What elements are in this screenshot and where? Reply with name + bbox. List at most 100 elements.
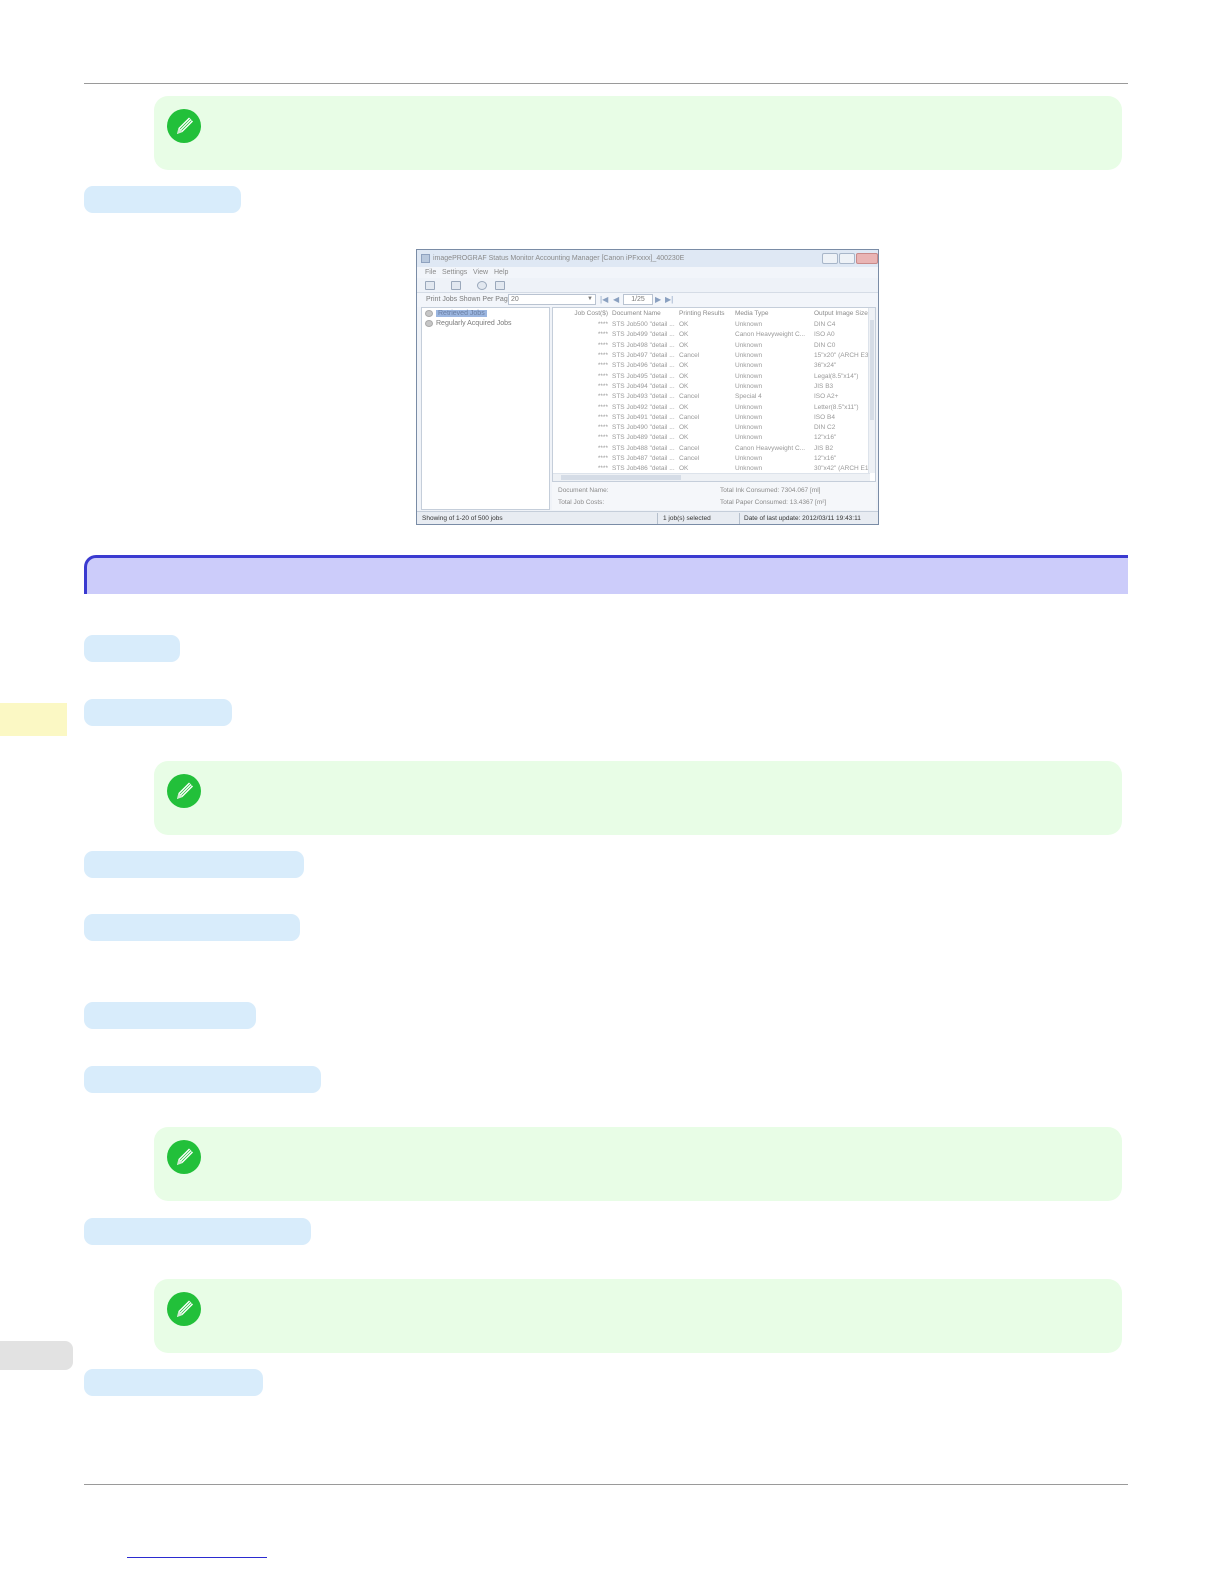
heading-pill — [84, 1002, 256, 1029]
scrollbar-thumb[interactable] — [870, 320, 874, 420]
per-page-label: Print Jobs Shown Per Page: — [426, 296, 514, 303]
cell-media-type: Unknown — [735, 352, 763, 360]
vertical-scrollbar[interactable] — [868, 308, 875, 473]
footer-rule — [84, 1484, 1128, 1485]
heading-pill — [84, 1369, 263, 1396]
accounting-manager-window: imagePROGRAF Status Monitor Accounting M… — [416, 249, 879, 525]
job-folder-icon — [425, 310, 433, 317]
heading-pill — [84, 914, 300, 941]
cell-media-type: Unknown — [735, 382, 763, 390]
menu-view[interactable]: View — [473, 269, 489, 276]
menu-file[interactable]: File — [425, 269, 437, 276]
cell-job-cost: **** — [597, 465, 608, 473]
column-header-output-image-size[interactable]: Output Image Size — [814, 310, 868, 317]
per-page-select[interactable]: 20▼ — [508, 294, 596, 305]
cell-output-size: 12"x16" — [814, 434, 837, 442]
note-box — [154, 96, 1122, 170]
cell-output-size: Legal(8.5"x14") — [814, 372, 859, 380]
cell-output-size: DIN C4 — [814, 321, 836, 329]
column-header-media-type[interactable]: Media Type — [735, 310, 769, 317]
cell-printing-result: OK — [679, 424, 689, 432]
note-box — [154, 761, 1122, 835]
cell-document-name: STS Job486 "detail ... — [612, 465, 675, 473]
note-box — [154, 1279, 1122, 1353]
horizontal-scrollbar[interactable] — [553, 473, 870, 481]
column-header-document-name[interactable]: Document Name — [612, 310, 661, 317]
first-page-icon[interactable]: |◀ — [600, 295, 609, 304]
note-pencil-icon — [167, 1140, 201, 1174]
job-details-panel: Document Name: Total Ink Consumed: 7304.… — [552, 482, 876, 510]
cell-document-name: STS Job500 "detail ... — [612, 321, 675, 329]
document-name-label: Document Name: — [558, 487, 609, 494]
tree-item-label: Regularly Acquired Jobs — [436, 320, 512, 327]
next-page-icon[interactable]: ▶ — [655, 295, 662, 304]
cell-printing-result: Cancel — [679, 444, 700, 452]
column-header-job-cost[interactable]: Job Cost($) — [574, 310, 608, 317]
cell-output-size: 12"x16" — [814, 455, 837, 462]
total-ink-consumed: Total Ink Consumed: 7304.067 [ml] — [720, 487, 821, 494]
cell-printing-result: OK — [679, 382, 689, 390]
cell-printing-result: OK — [679, 372, 689, 380]
cell-output-size: DIN C0 — [814, 341, 836, 349]
minimize-icon[interactable] — [822, 253, 838, 264]
footer-link-underline[interactable] — [127, 1557, 267, 1558]
status-bar: Showing of 1-20 of 500 jobs 1 job(s) sel… — [417, 511, 878, 524]
cell-media-type: Unknown — [735, 403, 763, 411]
cell-document-name: STS Job490 "detail ... — [612, 424, 675, 432]
refresh-icon[interactable] — [477, 281, 487, 290]
cell-printing-result: OK — [679, 362, 689, 370]
tree-item-retrieved-jobs[interactable]: Retrieved Jobs — [425, 310, 487, 317]
close-icon[interactable] — [856, 253, 878, 264]
maximize-icon[interactable] — [839, 253, 855, 264]
heading-pill — [84, 635, 180, 662]
cell-media-type: Unknown — [735, 413, 763, 421]
acquire-jobs-icon[interactable] — [425, 281, 435, 290]
cell-job-cost: **** — [597, 413, 608, 421]
cell-job-cost: **** — [597, 382, 608, 390]
cell-job-cost: **** — [597, 455, 608, 462]
cell-job-cost: **** — [597, 362, 608, 370]
cell-media-type: Unknown — [735, 372, 763, 380]
help-icon[interactable] — [495, 281, 505, 290]
page-indicator[interactable]: 1/25 — [623, 294, 653, 305]
previous-page-icon[interactable]: ◀ — [613, 295, 620, 304]
pager-bar: Print Jobs Shown Per Page: 20▼ |◀ ◀ 1/25… — [417, 293, 878, 307]
tree-item-regular-jobs[interactable]: Regularly Acquired Jobs — [425, 320, 512, 327]
section-heading-band — [84, 555, 1128, 594]
scrollbar-thumb[interactable] — [561, 475, 681, 480]
cell-media-type: Canon Heavyweight C... — [735, 331, 806, 339]
cell-document-name: STS Job488 "detail ... — [612, 444, 675, 452]
cell-document-name: STS Job498 "detail ... — [612, 341, 675, 349]
cell-document-name: STS Job492 "detail ... — [612, 403, 675, 411]
status-divider — [657, 513, 658, 524]
cell-printing-result: Cancel — [679, 455, 700, 462]
note-pencil-icon — [167, 109, 201, 143]
cell-output-size: 30"x42" (ARCH E1) — [814, 465, 869, 473]
cell-job-cost: **** — [597, 321, 608, 329]
menu-settings[interactable]: Settings — [442, 269, 468, 276]
cell-job-cost: **** — [597, 372, 608, 380]
menu-help[interactable]: Help — [494, 269, 509, 276]
cell-document-name: STS Job494 "detail ... — [612, 382, 675, 390]
status-showing: Showing of 1-20 of 500 jobs — [422, 515, 503, 522]
column-header-printing-results[interactable]: Printing Results — [679, 310, 725, 317]
job-folder-icon — [425, 320, 433, 327]
cell-job-cost: **** — [597, 424, 608, 432]
export-icon[interactable] — [451, 281, 461, 290]
last-page-icon[interactable]: ▶| — [665, 295, 674, 304]
